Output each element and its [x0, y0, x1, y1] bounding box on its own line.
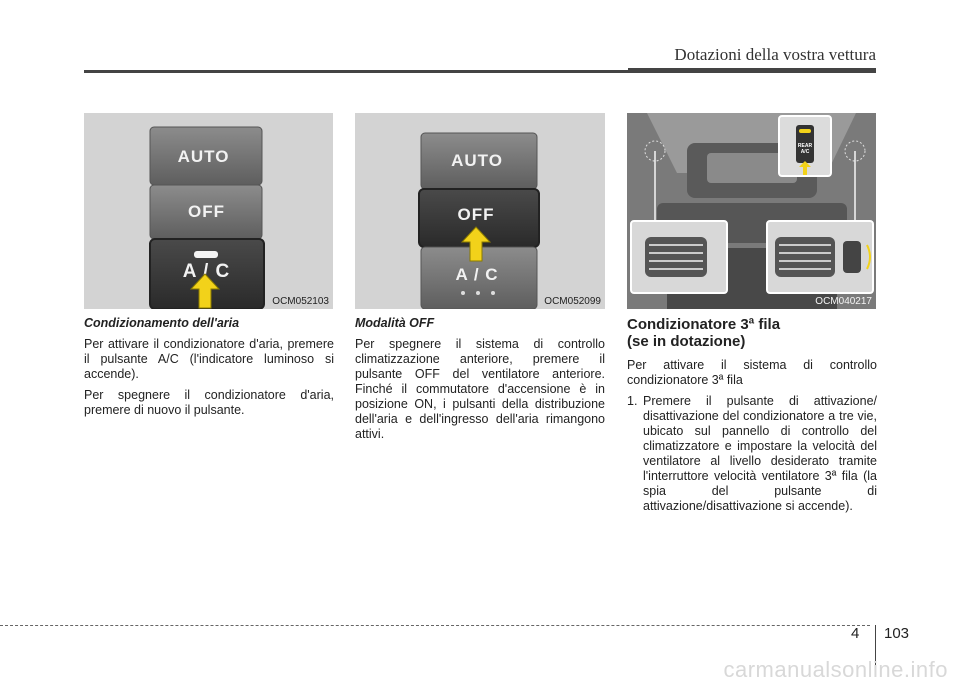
figure-ac-button: AUTO OFF A / C OCM052103 — [84, 113, 333, 309]
header-rule — [84, 70, 876, 73]
paragraph: Per attivare il sistema di controllo con… — [627, 358, 877, 387]
page-number: 103 — [884, 625, 910, 642]
text-column-2: Modalità OFF Per spegnere il sistema di … — [355, 316, 605, 448]
text-column-3: Condizionatore 3ª fila (se in dotazione)… — [627, 316, 877, 514]
figure-code: OCM040217 — [815, 296, 872, 307]
off-button-label: OFF — [188, 202, 225, 221]
section-heading: Condizionatore 3ª fila (se in dotazione) — [627, 316, 877, 350]
auto-button-label: AUTO — [177, 147, 230, 166]
off-button-label: OFF — [457, 205, 495, 224]
arrow-up-icon — [461, 226, 491, 262]
arrow-up-icon — [799, 161, 811, 175]
list-item-number: 1. — [627, 394, 638, 408]
ac-button-label: A / C — [455, 265, 499, 284]
paragraph: Per spegnere il condizionatore d'aria, p… — [84, 388, 334, 417]
footer-rule — [0, 625, 870, 626]
figure-code: OCM052099 — [544, 296, 601, 307]
text-column-1: Condizionamento dell'aria Per attivare i… — [84, 316, 334, 424]
footer-divider — [875, 625, 876, 670]
paragraph: Per spegnere il sistema di controllo cli… — [355, 337, 605, 441]
vehicle-interior-illustration — [627, 113, 876, 309]
section-heading-line2: (se in dotazione) — [627, 333, 746, 350]
section-heading-line1: Condizionatore 3ª fila — [627, 316, 781, 333]
figure-code: OCM052103 — [272, 296, 329, 307]
ac-button-label: A / C — [182, 261, 231, 282]
auto-button-label: AUTO — [451, 151, 503, 170]
watermark: carmanualsonline.info — [723, 657, 948, 682]
running-header: Dotazioni della vostra vettura — [674, 45, 876, 64]
rear-ac-button-label: REAR A/C — [797, 143, 813, 155]
figure-off-button: AUTO OFF A / C OCM052099 — [355, 113, 605, 309]
section-subheading: Modalità OFF — [355, 316, 435, 330]
off-button-illustration — [418, 132, 540, 309]
header-rule-accent — [628, 68, 876, 73]
chapter-number: 4 — [851, 625, 860, 642]
list-item-text: Premere il pulsante di attivazione/ disa… — [643, 394, 877, 513]
list-item: 1. Premere il pulsante di attivazione/ d… — [627, 394, 877, 514]
paragraph: Per attivare il condizionatore d'aria, p… — [84, 337, 334, 381]
figure-rear-ac: REAR A/C OCM040217 — [627, 113, 876, 309]
arrow-up-icon — [190, 273, 220, 309]
ac-button-illustration — [149, 126, 265, 309]
section-subheading: Condizionamento dell'aria — [84, 316, 240, 330]
